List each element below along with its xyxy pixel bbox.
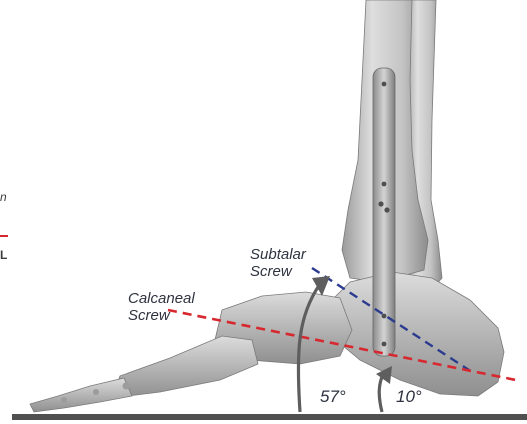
calcaneal-label-line2: Screw	[128, 307, 195, 324]
toe-bones	[30, 378, 132, 412]
metatarsal-bones	[112, 336, 258, 398]
edge-fragment-bottom: L	[0, 248, 7, 262]
calcaneus-bone	[332, 272, 504, 396]
calcaneal-label-line1: Calcaneal	[128, 290, 195, 307]
calcaneal-label: Calcaneal Screw	[128, 290, 195, 324]
calcaneal-angle-value: 57°	[320, 388, 346, 405]
subtalar-label-line2: Screw	[250, 263, 306, 280]
subtalar-label-line1: Subtalar	[250, 246, 306, 263]
fixation-plate	[373, 68, 395, 356]
ground-line	[12, 414, 527, 420]
subtalar-angle-value: 10°	[396, 388, 422, 405]
subtalar-label: Subtalar Screw	[250, 246, 306, 280]
edge-fragment-top: n	[0, 190, 7, 204]
